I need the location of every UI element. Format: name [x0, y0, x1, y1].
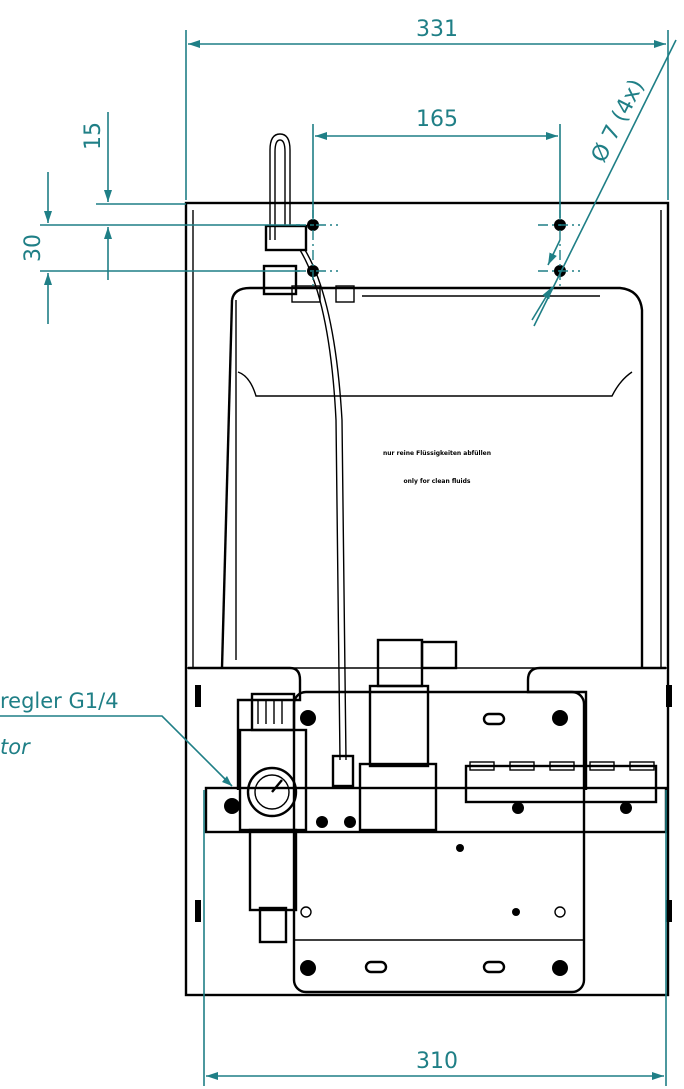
- overall-width-value: 331: [416, 17, 458, 42]
- dimension-overall-width: 331: [185, 17, 669, 200]
- callout-line2: tor: [0, 735, 31, 759]
- centerlines: [296, 210, 580, 290]
- hose: [264, 133, 355, 788]
- fluid-tank: nur reine Flüssigkeiten abfüllen only fo…: [220, 264, 644, 669]
- hole-diameter-value: Ø 7 (4x): [587, 76, 650, 167]
- hole-spacing-value: 165: [416, 107, 458, 132]
- top-offset-value: 15: [81, 122, 106, 150]
- dimension-hole-diameter: Ø 7 (4x): [531, 39, 677, 327]
- callout-line1: regler G1/4: [0, 689, 119, 713]
- pressure-regulator: [238, 692, 308, 944]
- mounting-holes: [307, 219, 566, 277]
- dimension-top-offset: 15: [40, 112, 300, 280]
- side-brackets: [188, 666, 672, 922]
- regulator-callout: regler G1/4 tor: [0, 689, 233, 787]
- dimension-hole-vertical-spacing: 30: [21, 172, 300, 324]
- tank-label-de: nur reine Flüssigkeiten abfüllen: [383, 450, 491, 457]
- back-plate: [184, 201, 670, 997]
- pressure-sensor: [358, 638, 458, 832]
- dimension-base-width: 310: [203, 790, 667, 1086]
- base-width-value: 310: [416, 1049, 458, 1074]
- dimension-hole-spacing: 165: [312, 107, 561, 218]
- mounting-plate: [292, 690, 586, 994]
- hole-vertical-spacing-value: 30: [21, 234, 46, 262]
- tank-label-en: only for clean fluids: [404, 478, 471, 485]
